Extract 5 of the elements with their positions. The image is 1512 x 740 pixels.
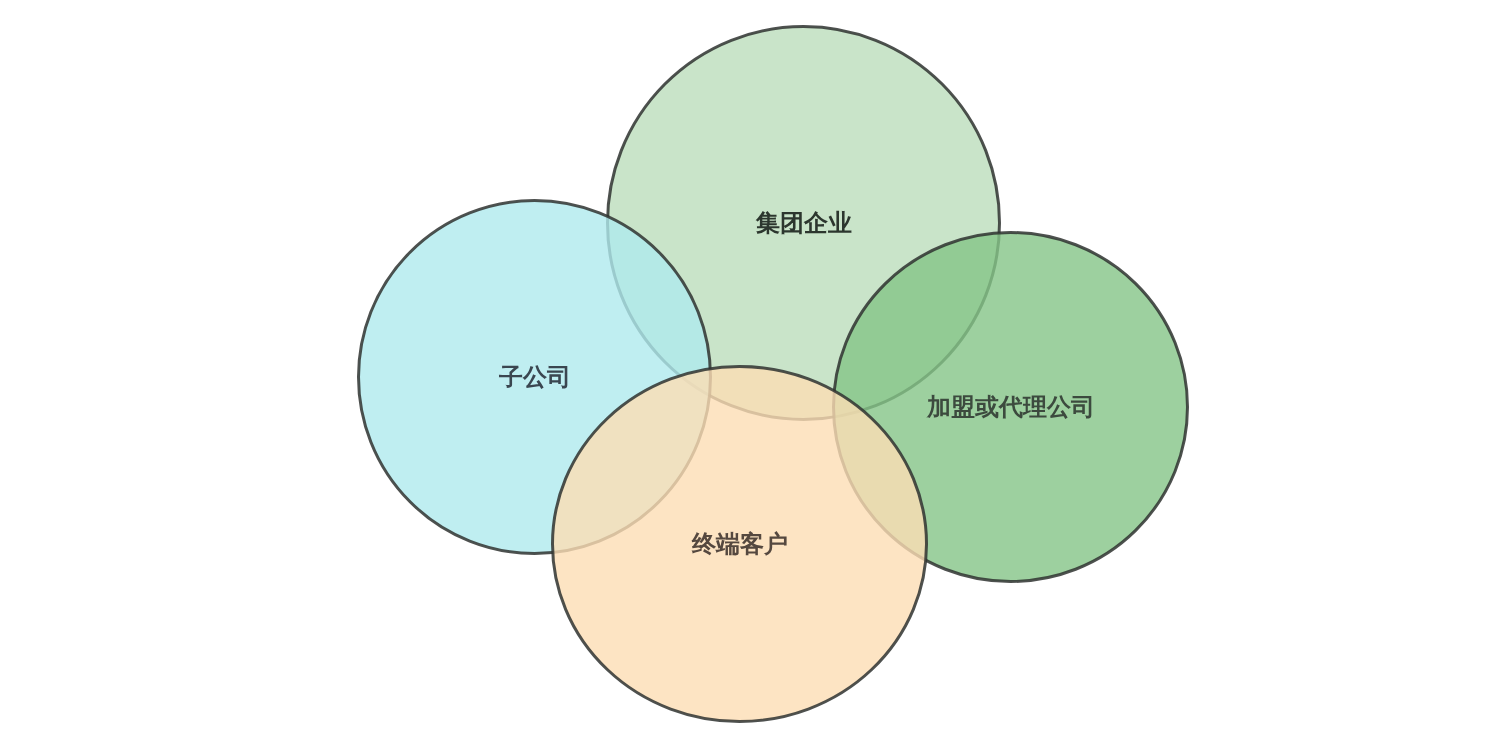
circle-label: 加盟或代理公司	[926, 392, 1095, 422]
venn-circle	[832, 231, 1189, 583]
circle-label: 集团企业	[755, 208, 852, 238]
circle-label: 子公司	[498, 362, 571, 392]
circle-label: 终端客户	[691, 529, 788, 559]
